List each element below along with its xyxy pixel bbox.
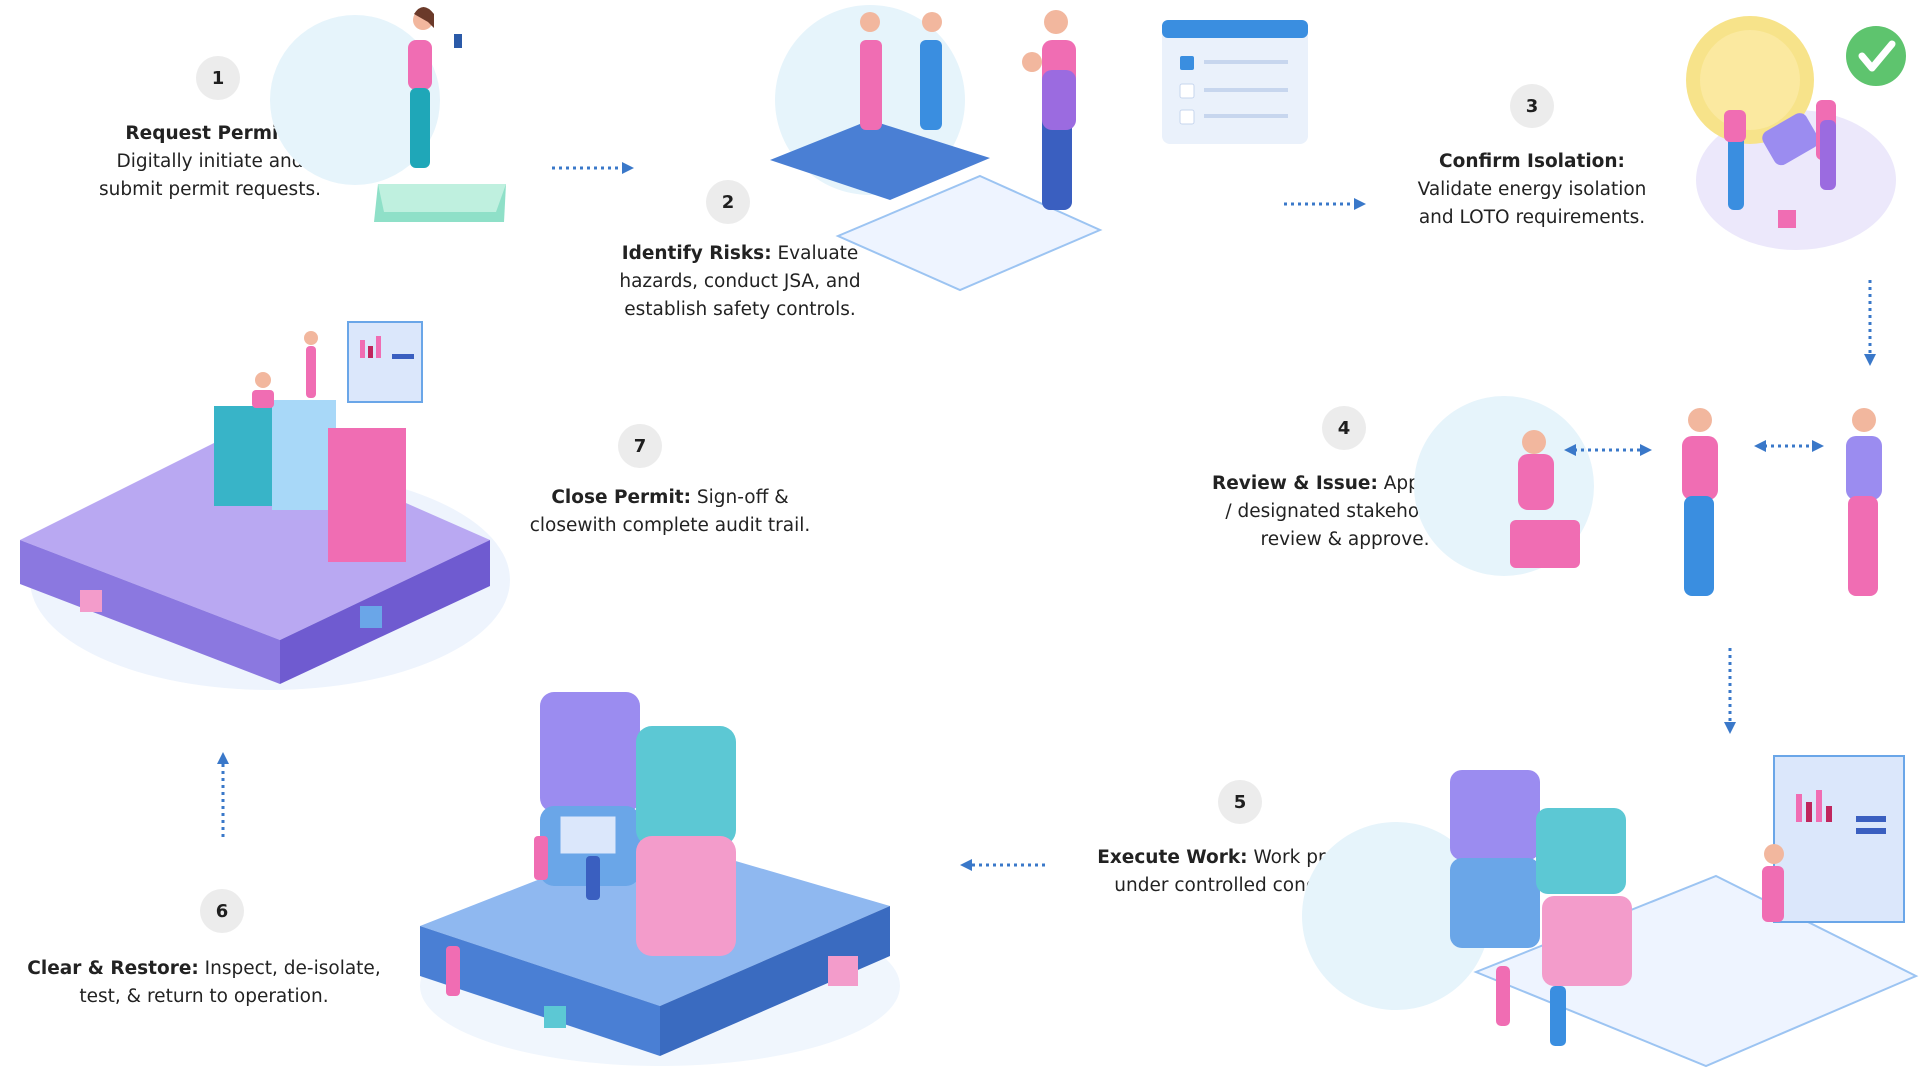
step-7-line1: Sign-off & — [691, 487, 789, 508]
step-1-description: Request Permit: Digitally initiate and s… — [70, 120, 350, 204]
step-3-number: 3 — [1510, 84, 1554, 128]
step-4-number: 4 — [1322, 406, 1366, 450]
step-1-illustration — [270, 7, 506, 222]
step-3-illustration — [1686, 16, 1906, 250]
step-1-line2: submit permit requests. — [99, 179, 321, 200]
flow-arrow-4-to-5 — [1724, 648, 1736, 734]
step-2-line1: Evaluate — [771, 243, 859, 264]
step-3-line1: Validate energy isolation — [1417, 179, 1647, 200]
step-1-line1: Digitally initiate and — [116, 151, 304, 172]
step-5-number: 5 — [1218, 780, 1262, 824]
step-7-line2: closewith complete audit trail. — [529, 515, 811, 536]
flow-arrow-2-to-3 — [1284, 198, 1366, 210]
step-3-line2: and LOTO requirements. — [1418, 207, 1646, 228]
step-1-number: 1 — [196, 56, 240, 100]
step-1-title: Request Permit: — [125, 123, 295, 144]
step-4-illustration — [1414, 396, 1882, 596]
step-2-description: Identify Risks: Evaluate hazards, conduc… — [600, 240, 880, 324]
flow-arrow-5-to-6 — [960, 859, 1046, 871]
flow-arrow-3-to-4 — [1864, 280, 1876, 366]
step-4-line3: review & approve. — [1260, 529, 1430, 550]
step-6-line1: Inspect, de-isolate, — [198, 958, 381, 979]
step-7-title: Close Permit: — [551, 487, 692, 508]
step-3-description: Confirm Isolation: Validate energy isola… — [1392, 148, 1672, 232]
step-6-title: Clear & Restore: — [27, 958, 199, 979]
step-7-number: 7 — [618, 424, 662, 468]
step-4-title: Review & Issue: — [1212, 473, 1378, 494]
step-6-line2: test, & return to operation. — [79, 986, 329, 1007]
flow-arrow-6-to-7 — [217, 752, 229, 838]
step-5-title: Execute Work: — [1097, 847, 1248, 868]
step-6-description: Clear & Restore: Inspect, de-isolate, te… — [24, 955, 384, 1011]
step-7-illustration — [20, 321, 510, 690]
step-2-line3: establish safety controls. — [624, 299, 856, 320]
step-6-illustration — [420, 692, 900, 1066]
step-2-title: Identify Risks: — [621, 243, 772, 264]
step-2-number: 2 — [706, 180, 750, 224]
step-2-line2: hazards, conduct JSA, and — [619, 271, 861, 292]
step-4-line2: / designated stakeholders — [1225, 501, 1465, 522]
step-5-illustration — [1302, 755, 1919, 1068]
step-7-description: Close Permit: Sign-off & closewith compl… — [500, 484, 840, 540]
flow-arrow-1-to-2 — [552, 162, 634, 174]
step-2-illustration — [770, 5, 1308, 292]
step-6-number: 6 — [200, 889, 244, 933]
step-3-title: Confirm Isolation: — [1439, 151, 1625, 172]
